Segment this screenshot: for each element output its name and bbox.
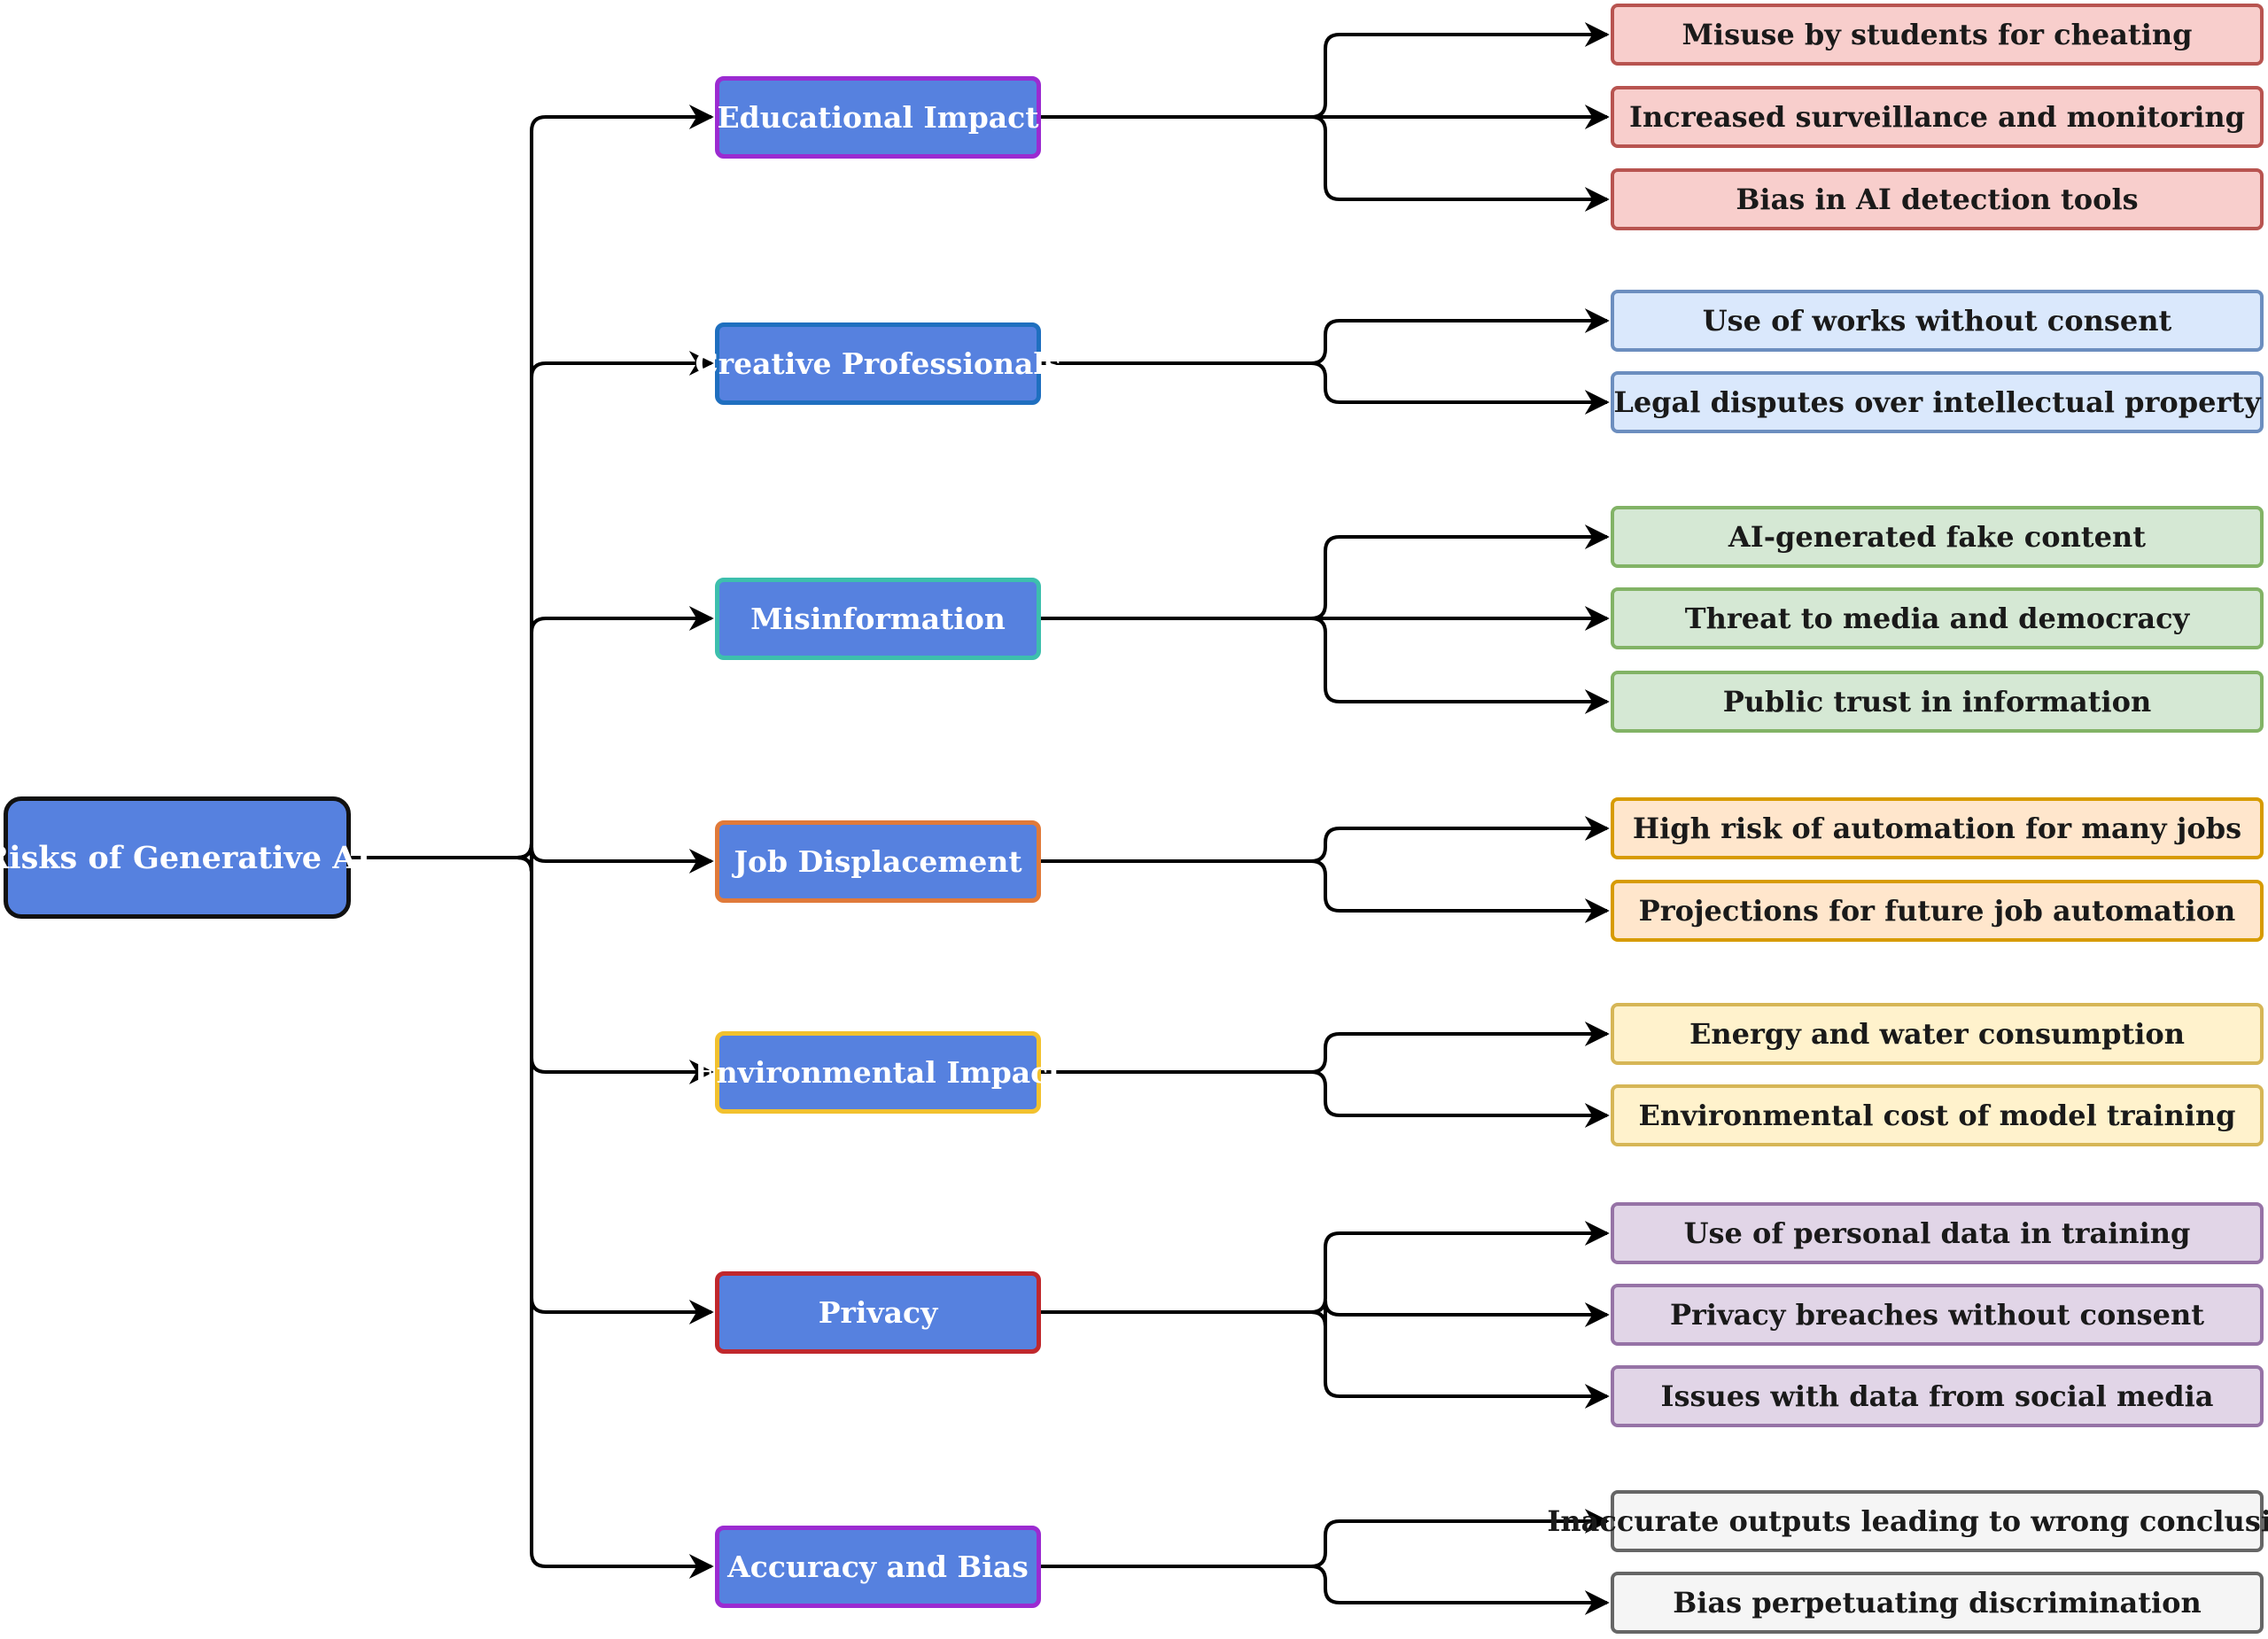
connector-creative-professionals-leaf-0 [1041,308,1610,365]
connector-misinformation-leaf-0 [1041,524,1610,620]
category-node-privacy: Privacy [715,1270,1041,1354]
leaf-node: Use of personal data in training [1611,1202,2264,1264]
connector-root-to-accuracy-and-bias [351,856,714,1579]
connector-job-displacement-leaf-0 [1041,816,1610,863]
category-node-misinformation: Misinformation [715,577,1041,660]
category-node-educational-impact: Educational Impact [715,75,1041,159]
category-node-environmental-impact: Environmental Impact [695,1030,1061,1114]
leaf-node: Bias perpetuating discrimination [1611,1572,2264,1634]
connector-accuracy-and-bias-leaf-0 [1041,1509,1610,1568]
connector-root-to-misinformation [351,606,714,859]
connector-environmental-impact-leaf-1 [1041,1070,1610,1128]
connector-creative-professionals-leaf-1 [1041,361,1610,415]
connector-accuracy-and-bias-leaf-1 [1041,1565,1610,1615]
connector-educational-impact-leaf-2 [1041,115,1610,212]
leaf-node: Environmental cost of model training [1611,1084,2264,1146]
connector-environmental-impact-leaf-0 [1041,1021,1610,1074]
leaf-node: Threat to media and democracy [1611,587,2264,649]
connector-educational-impact-leaf-0 [1041,22,1610,119]
leaf-node: Use of works without consent [1611,290,2264,352]
category-node-accuracy-and-bias: Accuracy and Bias [715,1525,1041,1608]
leaf-node: AI-generated fake content [1611,506,2264,568]
root-node: Risks of Generative AI [0,796,371,919]
category-node-creative-professionals: Creative Professionals [695,322,1061,405]
leaf-node: Energy and water consumption [1611,1003,2264,1065]
connector-misinformation-leaf-2 [1041,617,1610,714]
connector-privacy-leaf-2 [1041,1310,1610,1409]
leaf-node: High risk of automation for many jobs [1611,797,2264,859]
connector-privacy-leaf-0 [1041,1221,1610,1314]
category-node-job-displacement: Job Displacement [715,820,1041,903]
leaf-node: Increased surveillance and monitoring [1611,86,2264,148]
leaf-node: Privacy breaches without consent [1611,1284,2264,1346]
leaf-node: Misuse by students for cheating [1611,4,2264,66]
leaf-node: Bias in AI detection tools [1611,168,2264,230]
connector-job-displacement-leaf-1 [1041,859,1610,923]
leaf-node: Public trust in information [1611,671,2264,733]
leaf-node: Projections for future job automation [1611,880,2264,942]
leaf-node: Issues with data from social media [1611,1365,2264,1427]
leaf-node: Inaccurate outputs leading to wrong conc… [1547,1490,2268,1552]
leaf-node: Legal disputes over intellectual propert… [1611,371,2264,433]
